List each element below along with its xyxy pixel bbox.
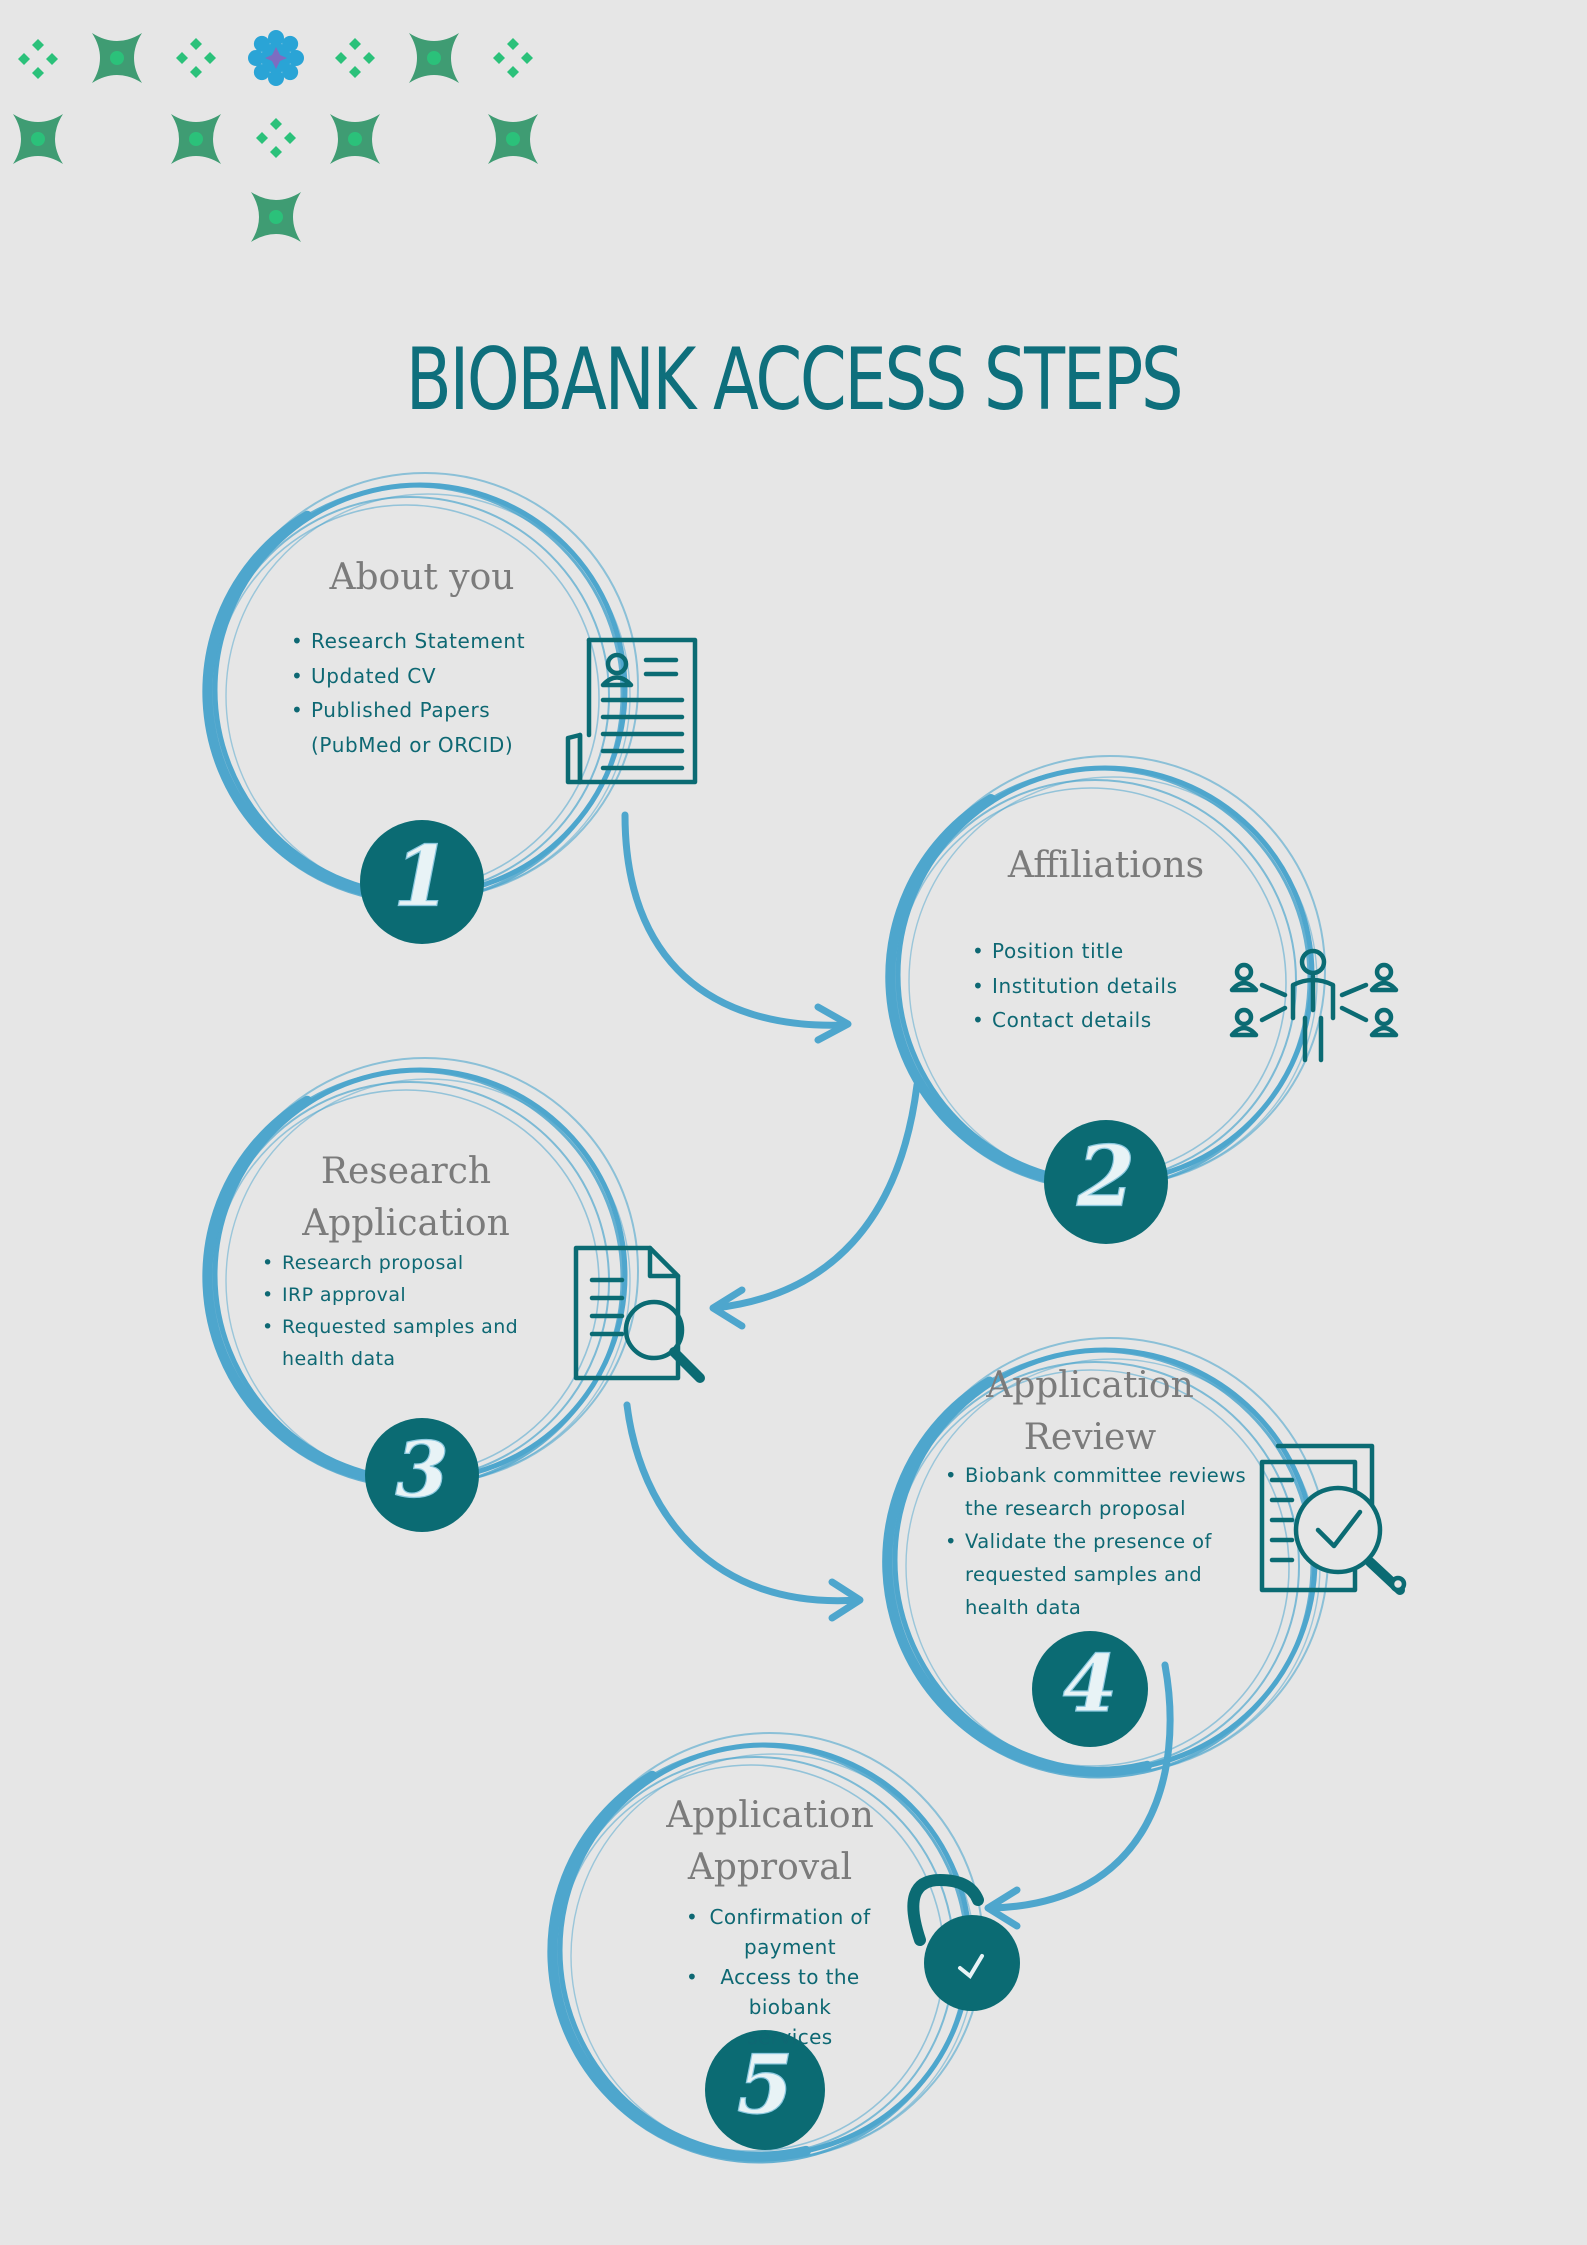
step-1-list: Research Statement Updated CV Published … <box>291 624 561 762</box>
arrowhead-3-4 <box>828 1578 864 1622</box>
step-2-item: Contact details <box>972 1003 1232 1038</box>
star-tile-icon <box>13 114 63 164</box>
decorative-pattern <box>13 30 538 242</box>
diamond-cluster-icon <box>18 39 58 79</box>
connector-arrow-4-5 <box>986 1661 1174 1912</box>
step-5-ring <box>547 1732 984 2164</box>
step-2-item: Institution details <box>972 969 1232 1004</box>
step-4-heading: Application Review <box>986 1365 1194 1458</box>
step-4-item: Validate the presence of requested sampl… <box>945 1525 1265 1624</box>
star-tile-icon <box>488 114 538 164</box>
arrowhead-4-5 <box>984 1886 1021 1930</box>
diamond-cluster-icon <box>256 118 296 158</box>
rosette-icon <box>248 30 304 86</box>
document-review-check-icon <box>1259 1443 1407 1595</box>
document-search-icon <box>573 1245 705 1383</box>
page-title: BIOBANK ACCESS STEPS <box>405 330 1184 430</box>
star-tile-icon <box>409 33 459 83</box>
step-5-item: Confirmation of payment <box>686 1902 874 1962</box>
connector-arrow-1-2 <box>621 811 849 1029</box>
svg-text:3: 3 <box>395 1426 449 1516</box>
step-1-item: Published Papers (PubMed or ORCID) <box>291 693 561 762</box>
step-3-item: Research proposal <box>262 1247 542 1279</box>
step-4-item: Biobank committee reviews the research p… <box>945 1459 1265 1525</box>
star-tile-icon <box>171 114 221 164</box>
diamond-cluster-icon <box>493 38 533 78</box>
step-3-item: IRP approval <box>262 1279 542 1311</box>
step-2-heading: Affiliations <box>1007 845 1205 886</box>
step-4-number-badge: 4 <box>1032 1631 1148 1747</box>
step-2-list: Position title Institution details Conta… <box>972 934 1232 1038</box>
step-2-item: Position title <box>972 934 1232 969</box>
step-3-heading: Research Application <box>302 1151 510 1244</box>
step-1-item: Updated CV <box>291 659 561 694</box>
star-tile-icon <box>330 114 380 164</box>
svg-text:2: 2 <box>1076 1127 1135 1226</box>
step-1-item: Research Statement <box>291 624 561 659</box>
diamond-cluster-icon <box>176 38 216 78</box>
step-5-heading: Application Approval <box>666 1795 874 1888</box>
svg-text:1: 1 <box>393 827 451 926</box>
svg-text:4: 4 <box>1063 1638 1117 1730</box>
resume-document-icon <box>565 637 698 785</box>
star-tile-icon <box>92 33 142 83</box>
diamond-cluster-icon <box>335 38 375 78</box>
step-5-number-badge: 5 <box>705 2030 825 2150</box>
step-3-list: Research proposal IRP approval Requested… <box>262 1247 542 1375</box>
step-1-heading: About you <box>329 557 515 598</box>
star-tile-icon <box>251 192 301 242</box>
arrowhead-2-3 <box>709 1286 746 1330</box>
unlocked-padlock-icon <box>907 1873 1020 2011</box>
step-5-list: Confirmation of payment Access to the bi… <box>686 1902 874 2052</box>
step-2-number-badge: 2 <box>1044 1120 1168 1244</box>
step-4-ring <box>882 1337 1329 1779</box>
svg-text:5: 5 <box>737 2038 793 2133</box>
step-1-number-badge: 1 <box>360 820 484 944</box>
step-4-list: Biobank committee reviews the research p… <box>945 1459 1265 1624</box>
step-3-number-badge: 3 <box>365 1418 479 1532</box>
network-person-icon <box>1229 948 1399 1063</box>
arrowhead-1-2 <box>814 1003 852 1044</box>
step-5-item: Access to the biobank services <box>686 1962 874 2052</box>
connector-arrow-3-4 <box>623 1401 862 1605</box>
connector-arrow-2-3 <box>711 1081 921 1312</box>
step-3-item: Requested samples and health data <box>262 1311 542 1375</box>
